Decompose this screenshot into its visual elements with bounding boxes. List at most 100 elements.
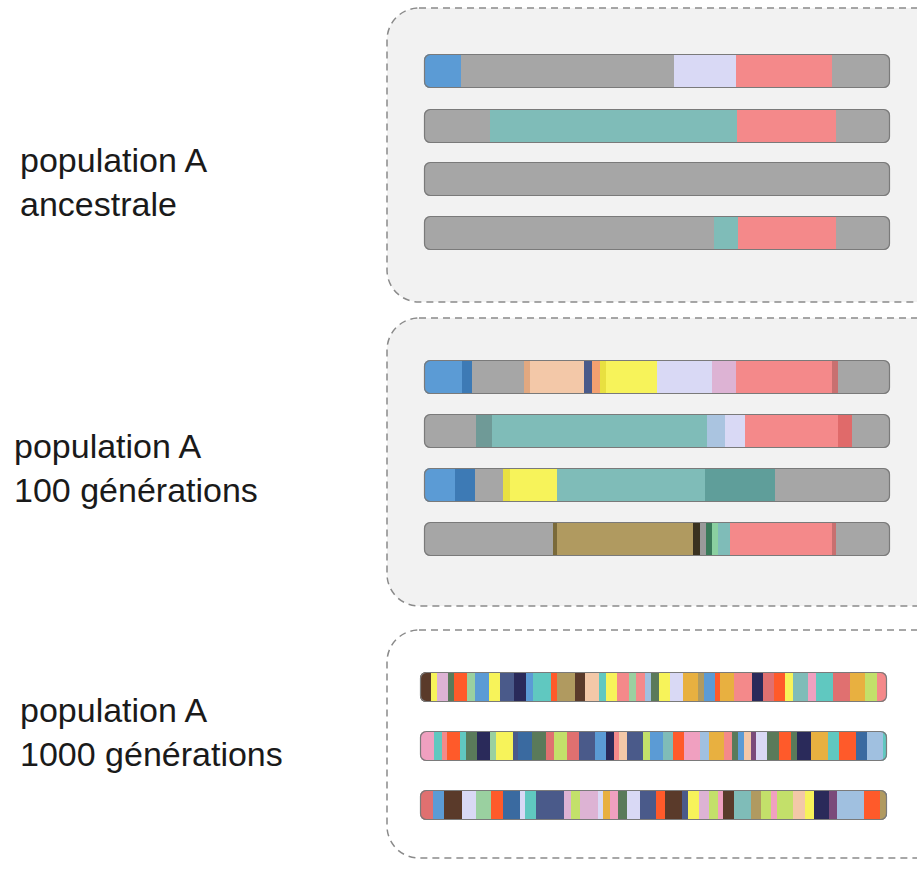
- chromosome: [420, 731, 887, 761]
- haplotype-segment: [532, 731, 546, 761]
- haplotype-segment: [670, 672, 683, 702]
- haplotype-segment: [614, 731, 619, 761]
- haplotype-segment: [557, 468, 775, 502]
- haplotype-segment: [524, 360, 530, 394]
- haplotype-segment: [524, 360, 590, 394]
- haplotype-segment: [856, 731, 867, 761]
- haplotype-segment: [724, 731, 732, 761]
- haplotype-segment: [617, 672, 629, 702]
- chromosome-outline: [425, 361, 890, 394]
- haplotype-segment: [575, 672, 585, 702]
- haplotype-segment: [466, 731, 477, 761]
- chromosome: [420, 672, 887, 702]
- haplotype-segment: [730, 522, 836, 556]
- haplotype-segment: [420, 790, 433, 820]
- haplotype-segment: [424, 468, 475, 502]
- haplotype-segment: [460, 731, 466, 761]
- chromosome-ground: [424, 216, 890, 250]
- haplotype-segment: [683, 672, 698, 702]
- haplotype-segment: [462, 360, 472, 394]
- chromosome-ground: [420, 731, 887, 761]
- haplotype-segment: [738, 731, 744, 761]
- haplotype-segment: [745, 414, 852, 448]
- chromosome-ground: [424, 414, 890, 448]
- haplotype-segment: [514, 672, 526, 702]
- haplotype-segment: [877, 672, 886, 702]
- haplotype-segment: [600, 360, 657, 394]
- chromosome-outline: [425, 469, 890, 502]
- haplotype-segment: [424, 360, 472, 394]
- haplotype-segment: [546, 731, 554, 761]
- haplotype-segment: [714, 216, 738, 250]
- chromosome-outline: [421, 791, 887, 820]
- haplotype-segment: [490, 731, 496, 761]
- haplotype-segment: [536, 790, 550, 820]
- haplotype-segment: [867, 731, 883, 761]
- haplotype-segment: [850, 672, 865, 702]
- haplotype-segment: [599, 672, 606, 702]
- haplotype-segment: [618, 790, 627, 820]
- haplotype-segment: [838, 414, 852, 448]
- chromosome: [424, 360, 890, 394]
- haplotype-segment: [503, 468, 510, 502]
- haplotype-segment: [579, 731, 595, 761]
- haplotype-segment: [774, 672, 785, 702]
- chromosome-outline: [425, 415, 890, 448]
- haplotype-segment: [592, 360, 600, 394]
- haplotype-segment: [791, 731, 797, 761]
- haplotype-segment: [444, 790, 462, 820]
- chromosome: [424, 109, 890, 143]
- chromosome-outline: [421, 732, 887, 761]
- haplotype-segment: [467, 672, 475, 702]
- chromosome: [424, 468, 890, 502]
- haplotype-segment: [629, 672, 636, 702]
- haplotype-segment: [785, 672, 793, 702]
- population-panel: [387, 8, 917, 302]
- haplotype-segment: [736, 360, 835, 394]
- haplotype-segment: [420, 731, 434, 761]
- haplotype-segment: [640, 790, 656, 820]
- haplotype-segment: [550, 790, 564, 820]
- chromosome: [424, 216, 890, 250]
- haplotype-segment: [777, 790, 793, 820]
- haplotype-segment: [455, 468, 475, 502]
- haplotype-segment: [491, 790, 503, 820]
- haplotype-segment: [805, 790, 814, 820]
- haplotype-segment: [811, 731, 828, 761]
- haplotype-segment: [704, 672, 715, 702]
- haplotype-segment: [720, 672, 734, 702]
- haplotype-segment: [752, 672, 763, 702]
- chromosome: [424, 54, 890, 88]
- haplotype-segment: [673, 731, 684, 761]
- haplotype-segment: [767, 731, 779, 761]
- haplotype-segment: [520, 790, 525, 820]
- haplotype-segment: [606, 672, 617, 702]
- haplotype-segment: [700, 731, 709, 761]
- haplotype-segment: [580, 790, 598, 820]
- chromosome-ground: [424, 162, 890, 196]
- haplotype-segment: [561, 731, 567, 761]
- chromosome-ground: [424, 360, 890, 394]
- haplotype-segment: [705, 468, 775, 502]
- haplotype-segment: [477, 731, 490, 761]
- haplotype-segment: [832, 522, 836, 556]
- population-label: population A 1000 générations: [20, 688, 286, 776]
- haplotype-segment: [500, 672, 514, 702]
- haplotype-segment: [525, 790, 536, 820]
- haplotype-segment: [723, 790, 734, 820]
- haplotype-segment: [808, 672, 816, 702]
- haplotype-segment: [665, 790, 682, 820]
- haplotype-segment: [763, 672, 774, 702]
- chromosome-ground: [420, 672, 887, 702]
- haplotype-segment: [706, 522, 712, 556]
- haplotype-segment: [674, 54, 736, 88]
- haplotype-segment: [684, 731, 689, 761]
- haplotype-segment: [880, 790, 886, 820]
- haplotype-segment: [725, 414, 745, 448]
- haplotype-segment: [814, 790, 829, 820]
- chromosome-outline: [425, 217, 890, 250]
- haplotype-segment: [693, 522, 700, 556]
- haplotype-segment: [489, 672, 500, 702]
- haplotype-segment: [864, 790, 880, 820]
- haplotype-segment: [600, 360, 606, 394]
